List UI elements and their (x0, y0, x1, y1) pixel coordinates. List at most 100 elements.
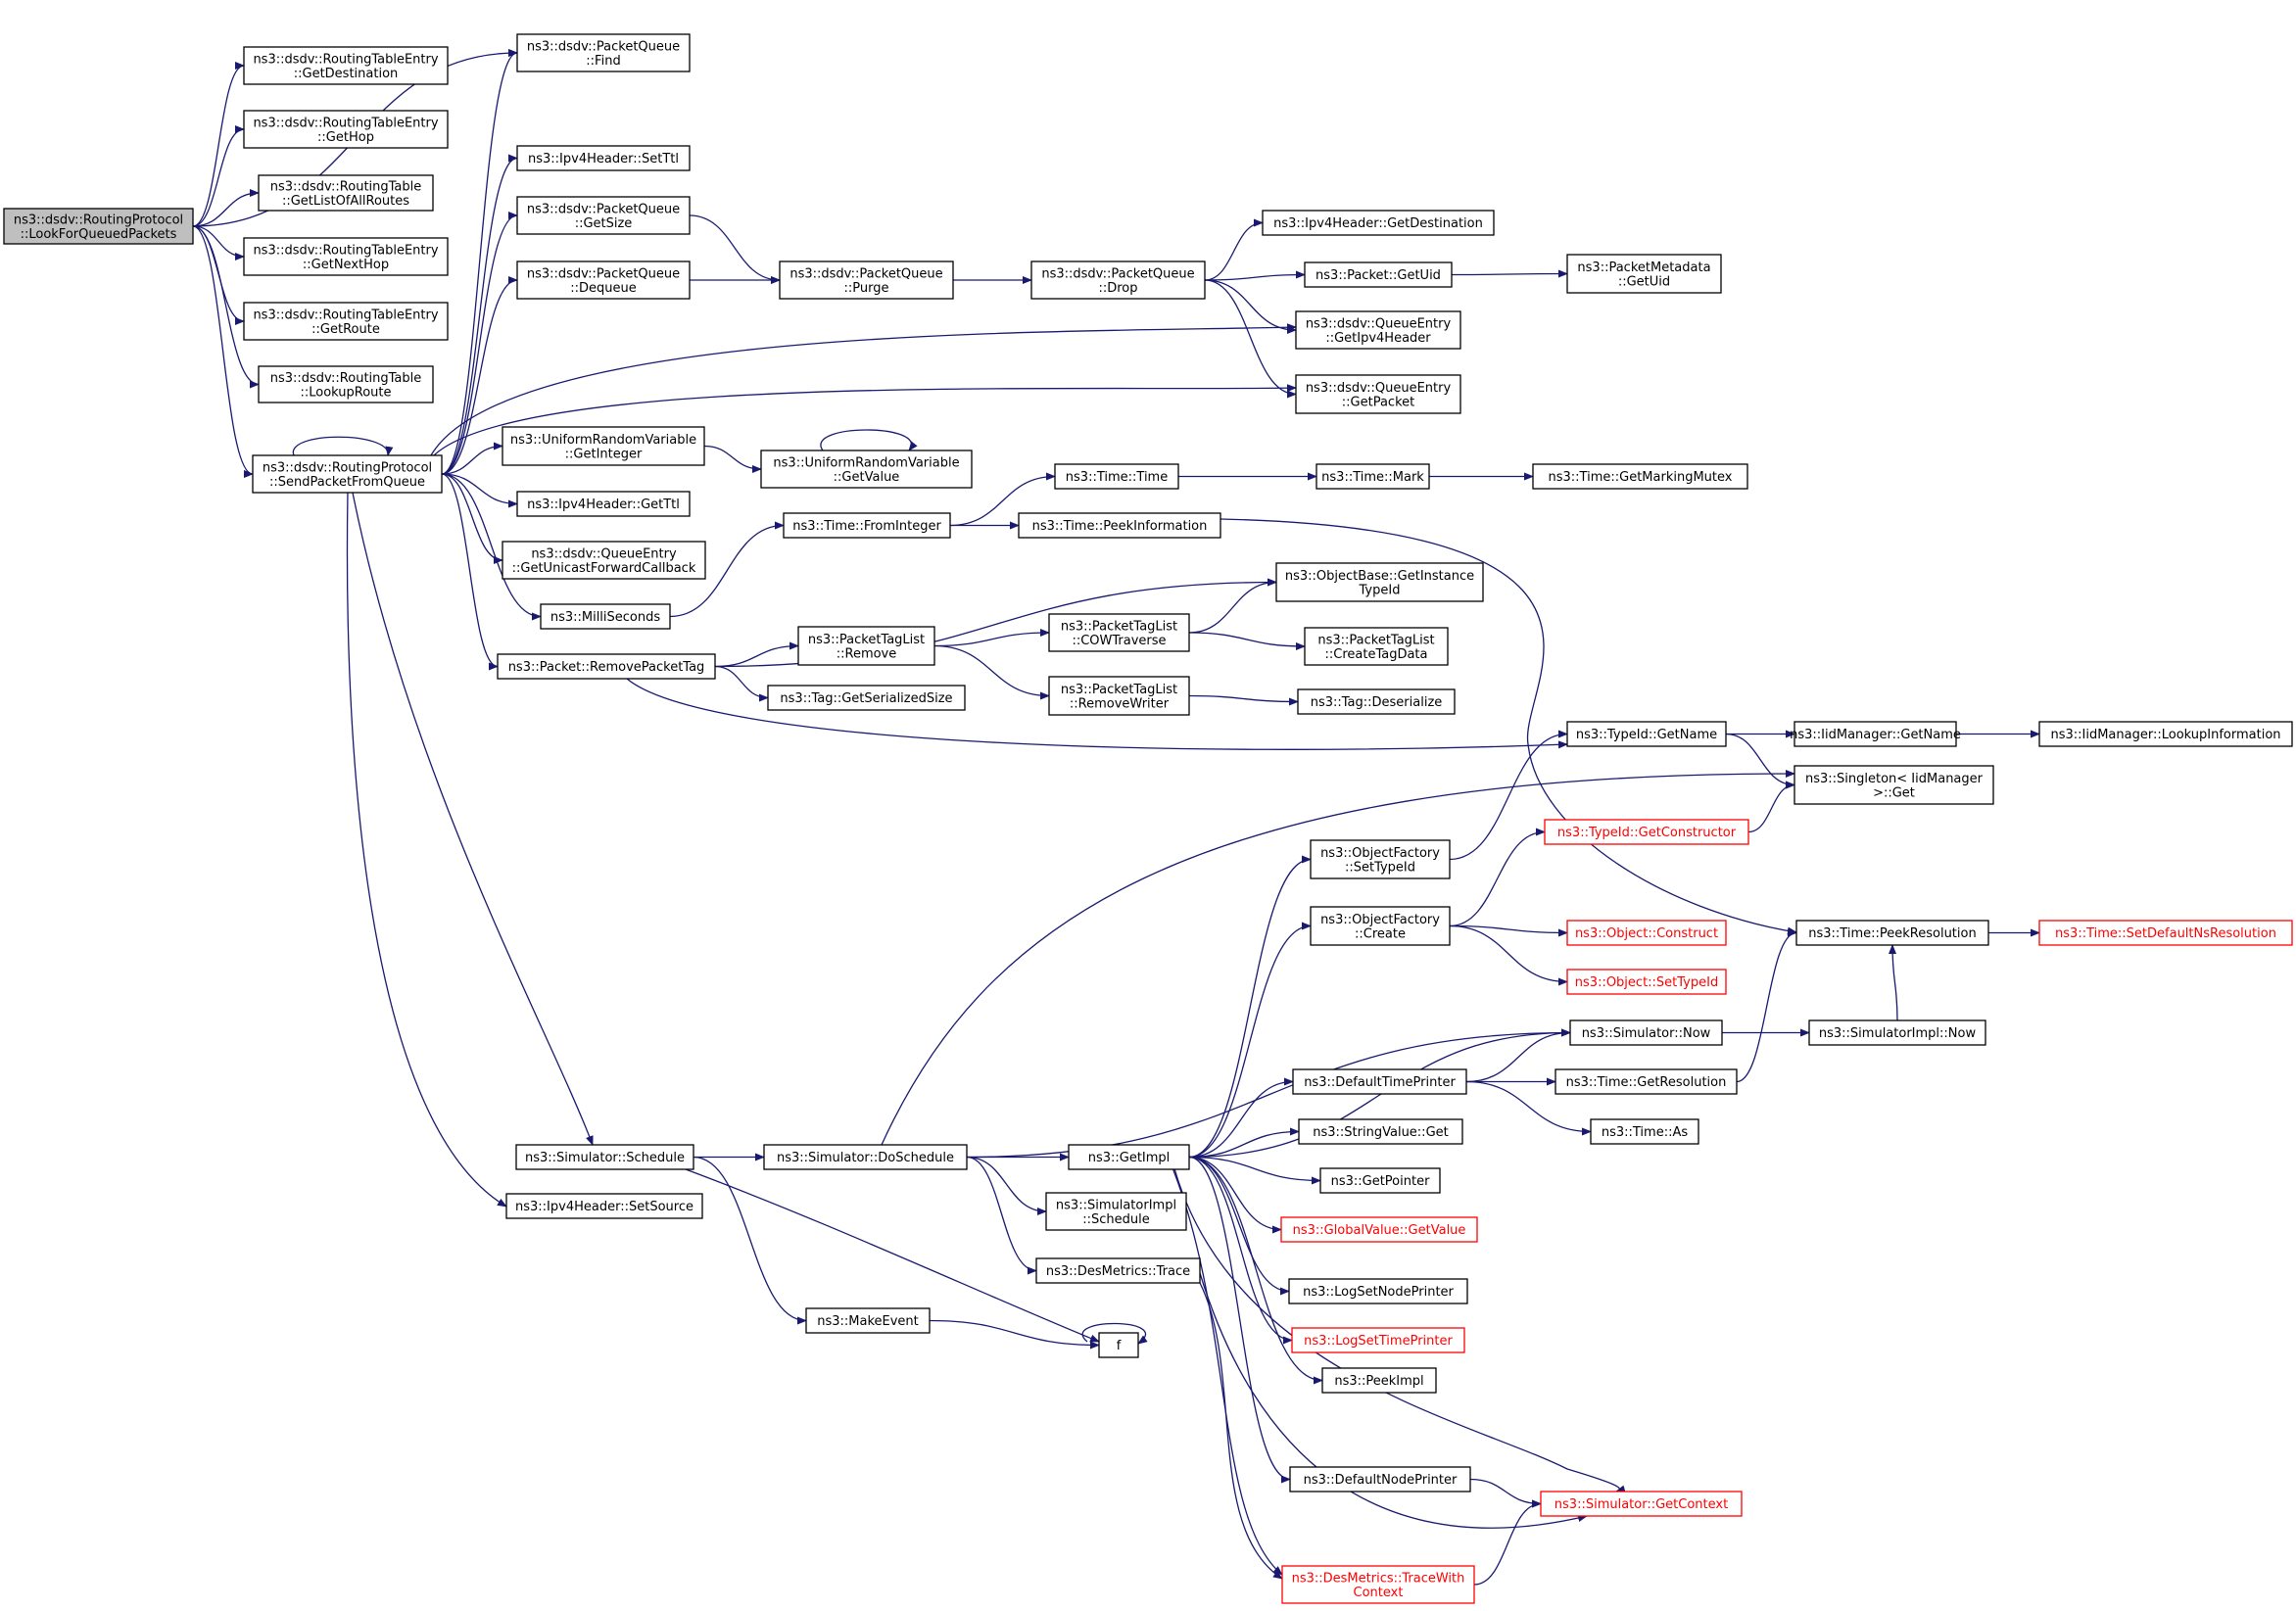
node-box[interactable] (2038, 920, 2293, 946)
node-pq-drop[interactable]: ns3::dsdv::PacketQueue::Drop (1030, 261, 1206, 300)
node-box[interactable] (258, 174, 434, 212)
node-rte-getroute[interactable]: ns3::dsdv::RoutingTableEntry::GetRoute (243, 302, 449, 341)
node-box[interactable] (1304, 261, 1453, 288)
node-box[interactable] (779, 261, 954, 300)
node-sim-getctx[interactable]: ns3::Simulator::GetContext (1540, 1491, 1743, 1517)
node-ptl-create[interactable]: ns3::PacketTagList::CreateTagData (1304, 627, 1449, 666)
node-box[interactable] (258, 365, 434, 403)
node-box[interactable] (1048, 676, 1190, 716)
node-box[interactable] (540, 603, 671, 630)
node-of-settypeid[interactable]: ns3::ObjectFactory::SetTypeId (1310, 839, 1451, 879)
node-box[interactable] (1297, 688, 1456, 715)
node-qe-getpacket[interactable]: ns3::dsdv::QueueEntry::GetPacket (1295, 374, 1461, 414)
node-box[interactable] (1291, 1327, 1465, 1353)
node-box[interactable] (243, 46, 449, 85)
node-box[interactable] (505, 1193, 703, 1219)
node-box[interactable] (516, 491, 691, 517)
node-box[interactable] (516, 196, 691, 235)
node-urv-getvalue[interactable]: ns3::UniformRandomVariable::GetValue (760, 450, 973, 489)
node-box[interactable] (243, 110, 449, 149)
node-box[interactable] (1795, 920, 1989, 946)
node-box[interactable] (1566, 721, 1727, 747)
node-gv-getvalue[interactable]: ns3::GlobalValue::GetValue (1280, 1216, 1478, 1243)
node-box[interactable] (1544, 819, 1749, 845)
node-time-peekinfo[interactable]: ns3::Time::PeekInformation (1018, 512, 1221, 539)
node-box[interactable] (516, 145, 691, 171)
node-box[interactable] (1288, 1278, 1468, 1304)
node-root[interactable]: ns3::dsdv::RoutingProtocol::LookForQueue… (3, 208, 194, 245)
node-rte-gethop[interactable]: ns3::dsdv::RoutingTableEntry::GetHop (243, 110, 449, 149)
node-box[interactable] (497, 653, 716, 680)
node-typeid-getname[interactable]: ns3::TypeId::GetName (1566, 721, 1727, 747)
node-box[interactable] (1295, 374, 1461, 414)
node-box[interactable] (1794, 765, 1994, 805)
node-iid-lookup[interactable]: ns3::IidManager::LookupInformation (2038, 721, 2293, 747)
node-time-setdefres[interactable]: ns3::Time::SetDefaultNsResolution (2038, 920, 2293, 946)
node-rte-getdest[interactable]: ns3::dsdv::RoutingTableEntry::GetDestina… (243, 46, 449, 85)
node-box[interactable] (1018, 512, 1221, 539)
node-box[interactable] (1298, 1118, 1463, 1145)
node-makeevent[interactable]: ns3::MakeEvent (805, 1307, 931, 1334)
node-logsettime[interactable]: ns3::LogSetTimePrinter (1291, 1327, 1465, 1353)
node-box[interactable] (243, 302, 449, 341)
node-box[interactable] (1566, 969, 1727, 995)
node-box[interactable] (1275, 562, 1484, 602)
node-box[interactable] (1794, 721, 1957, 747)
node-tag-getsize[interactable]: ns3::Tag::GetSerializedSize (767, 685, 966, 711)
node-box[interactable] (1555, 1068, 1738, 1095)
node-box[interactable] (1304, 627, 1449, 666)
node-box[interactable] (1566, 920, 1727, 946)
node-box[interactable] (1295, 310, 1461, 350)
node-time-getmarking[interactable]: ns3::Time::GetMarkingMutex (1532, 463, 1748, 490)
node-box[interactable] (760, 450, 973, 489)
node-milliseconds[interactable]: ns3::MilliSeconds (540, 603, 671, 630)
node-box[interactable] (3, 208, 194, 245)
node-box[interactable] (1292, 1068, 1467, 1095)
node-pq-purge[interactable]: ns3::dsdv::PacketQueue::Purge (779, 261, 954, 300)
node-box[interactable] (515, 1144, 694, 1170)
node-box[interactable] (1540, 1491, 1743, 1517)
node-sv-get[interactable]: ns3::StringValue::Get (1298, 1118, 1463, 1145)
node-box[interactable] (763, 1144, 968, 1170)
node-qe-getucb[interactable]: ns3::dsdv::QueueEntry::GetUnicastForward… (502, 541, 706, 580)
node-rte-getnexthop[interactable]: ns3::dsdv::RoutingTableEntry::GetNextHop (243, 237, 449, 276)
node-box[interactable] (502, 426, 705, 466)
node-box[interactable] (1310, 839, 1451, 879)
node-sim-dosched[interactable]: ns3::Simulator::DoSchedule (763, 1144, 968, 1170)
node-time-peekres[interactable]: ns3::Time::PeekResolution (1795, 920, 1989, 946)
node-rt-lookuproute[interactable]: ns3::dsdv::RoutingTable::LookupRoute (258, 365, 434, 403)
node-ipv4-getdest[interactable]: ns3::Ipv4Header::GetDestination (1262, 210, 1495, 236)
node-ptl-rmwriter[interactable]: ns3::PacketTagList::RemoveWriter (1048, 676, 1190, 716)
node-f[interactable]: f (1098, 1332, 1139, 1358)
node-box[interactable] (1566, 254, 1722, 294)
node-box[interactable] (1310, 906, 1451, 946)
node-box[interactable] (1315, 463, 1430, 490)
node-box[interactable] (252, 454, 443, 494)
node-box[interactable] (1319, 1167, 1441, 1194)
node-dtp[interactable]: ns3::DefaultTimePrinter (1292, 1068, 1467, 1095)
node-box[interactable] (243, 237, 449, 276)
node-urv-getint[interactable]: ns3::UniformRandomVariable::GetInteger (502, 426, 705, 466)
node-dnp[interactable]: ns3::DefaultNodePrinter (1289, 1466, 1471, 1493)
node-box[interactable] (767, 685, 966, 711)
node-getpointer[interactable]: ns3::GetPointer (1319, 1167, 1441, 1194)
node-time-as[interactable]: ns3::Time::As (1590, 1118, 1699, 1145)
node-ipv4-setsrc[interactable]: ns3::Ipv4Header::SetSource (505, 1193, 703, 1219)
node-peekimpl[interactable]: ns3::PeekImpl (1321, 1367, 1437, 1394)
node-box[interactable] (1068, 1144, 1190, 1170)
node-ptl-remove[interactable]: ns3::PacketTagList::Remove (797, 626, 935, 666)
node-obj-settypeid[interactable]: ns3::Object::SetTypeId (1566, 969, 1727, 995)
node-rp-send[interactable]: ns3::dsdv::RoutingProtocol::SendPacketFr… (252, 454, 443, 494)
node-box[interactable] (1098, 1332, 1139, 1358)
node-box[interactable] (1569, 1019, 1723, 1046)
node-box[interactable] (1035, 1257, 1201, 1284)
node-rt-getlist[interactable]: ns3::dsdv::RoutingTable::GetListOfAllRou… (258, 174, 434, 212)
node-ptl-cow[interactable]: ns3::PacketTagList::COWTraverse (1048, 613, 1190, 652)
node-box[interactable] (1281, 1565, 1475, 1604)
node-iid-getname[interactable]: ns3::IidManager::GetName (1790, 721, 1961, 747)
node-box[interactable] (1808, 1019, 1986, 1046)
node-tag-deser[interactable]: ns3::Tag::Deserialize (1297, 688, 1456, 715)
node-box[interactable] (1532, 463, 1748, 490)
